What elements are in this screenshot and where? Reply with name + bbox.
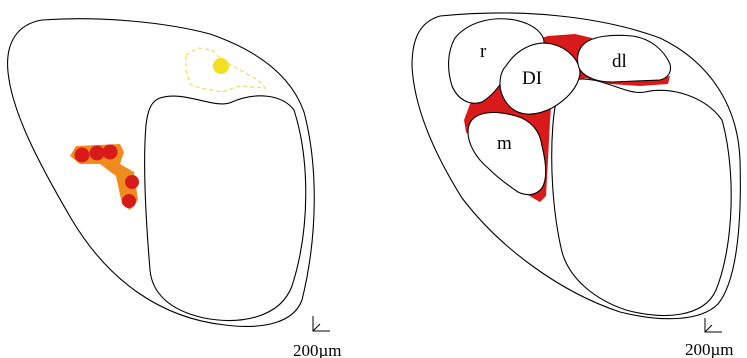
- right-scale-bar: 200µm: [685, 318, 734, 358]
- right-section-panel: r DI dl m 200µm: [412, 13, 740, 358]
- red-marker-dot: [122, 194, 136, 208]
- yellow-marker-dot: [213, 58, 229, 74]
- region-label-m: m: [497, 133, 512, 154]
- region-label-di: DI: [522, 68, 542, 89]
- region-label-dl: dl: [612, 51, 627, 72]
- red-marker-dot: [90, 146, 105, 161]
- left-inner-structure-outline: [145, 96, 306, 321]
- region-label-r: r: [480, 41, 487, 62]
- left-scale-bar: 200µm: [293, 316, 342, 358]
- left-section-panel: 200µm: [8, 19, 342, 358]
- red-marker-dot: [125, 175, 139, 189]
- right-inner-structure-outline: [552, 79, 731, 316]
- red-marker-dot: [75, 148, 90, 163]
- scale-bar-mark: [313, 316, 330, 331]
- scale-bar-label: 200µm: [293, 341, 342, 358]
- red-marker-dot: [103, 145, 118, 160]
- scale-bar-label: 200µm: [685, 340, 734, 358]
- scale-bar-mark: [705, 318, 722, 332]
